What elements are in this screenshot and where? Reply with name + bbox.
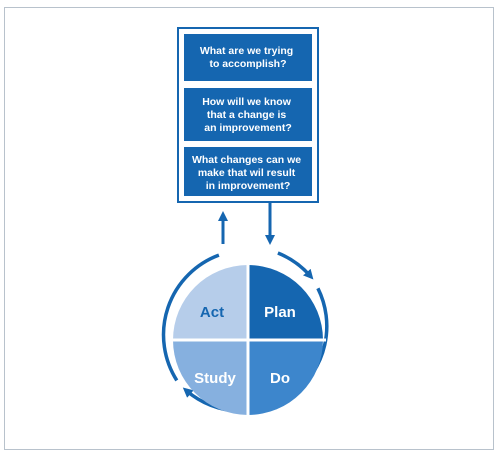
question-2-line-1: How will we know bbox=[202, 96, 292, 108]
study-label: Study bbox=[194, 370, 236, 387]
question-2-line-2: that a change is bbox=[207, 109, 287, 121]
cycle-arrow-top-right bbox=[277, 251, 314, 280]
cycle-arc-left bbox=[161, 253, 220, 382]
study-quadrant bbox=[173, 340, 248, 415]
diagram-frame bbox=[4, 7, 494, 450]
question-1-line-1: What are we trying bbox=[200, 45, 293, 57]
question-3-text: What changes can we make that wil result… bbox=[192, 154, 304, 192]
question-box-2 bbox=[184, 88, 312, 141]
do-quadrant bbox=[248, 340, 323, 415]
act-quadrant bbox=[173, 265, 248, 340]
do-label: Do bbox=[270, 370, 290, 387]
questions-box: What are we trying to accomplish? How wi… bbox=[177, 27, 319, 203]
question-box-1 bbox=[184, 34, 312, 81]
question-1-text: What are we trying to accomplish? bbox=[200, 45, 296, 70]
question-2-text: How will we know that a change is an imp… bbox=[202, 96, 294, 134]
question-2-line-3: an improvement? bbox=[204, 122, 292, 134]
question-3-line-1: What changes can we bbox=[192, 154, 301, 166]
plan-label: Plan bbox=[264, 304, 296, 321]
question-1-line-2: to accomplish? bbox=[209, 58, 286, 70]
pdsa-circle: Act Plan Study Do bbox=[170, 262, 326, 418]
question-3-line-3: in improvement? bbox=[206, 180, 291, 192]
act-label: Act bbox=[200, 304, 224, 321]
question-3-line-2: make that wil result bbox=[198, 167, 296, 179]
question-box-3 bbox=[184, 147, 312, 196]
plan-quadrant bbox=[248, 265, 323, 340]
